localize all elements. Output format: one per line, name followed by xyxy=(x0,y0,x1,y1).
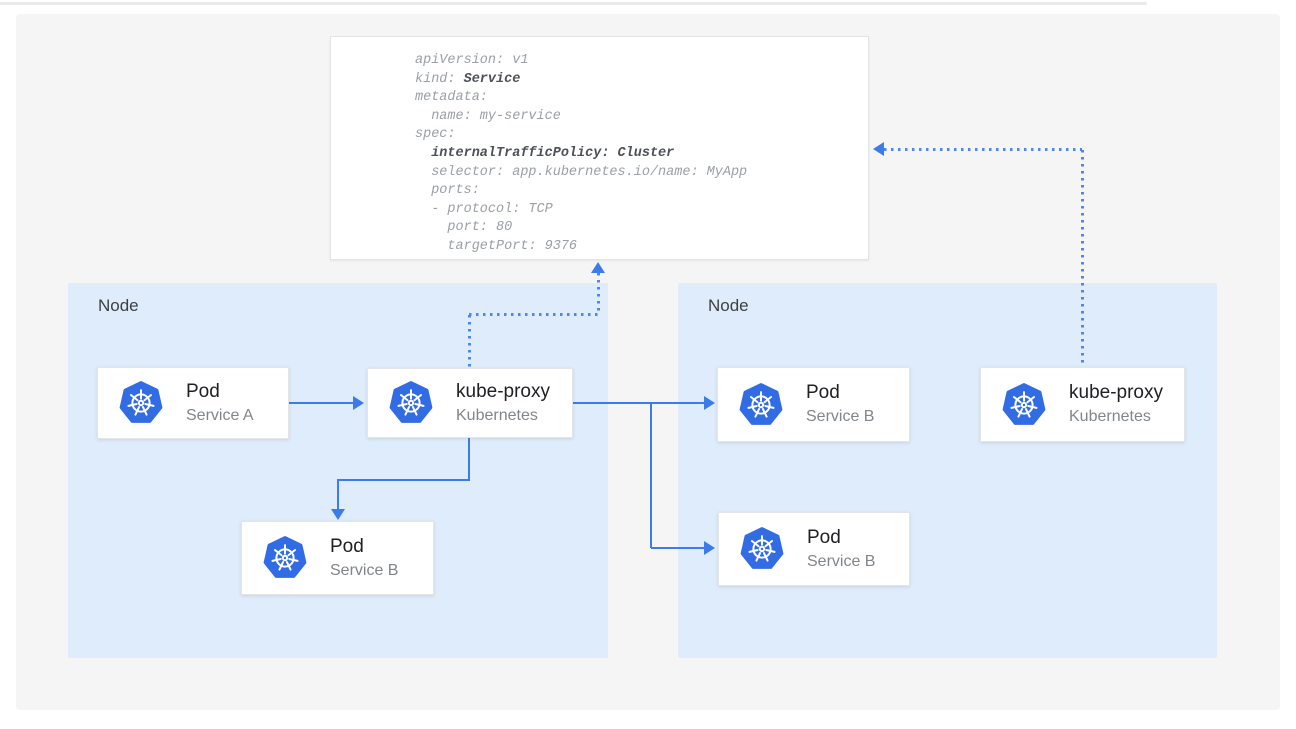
node-label: Node xyxy=(708,296,749,315)
card-title: Pod xyxy=(330,535,364,557)
kubernetes-icon xyxy=(388,380,434,426)
card-subtitle: Service B xyxy=(330,561,399,579)
kubernetes-icon xyxy=(738,382,784,428)
card-pod-service-b-left: Pod Service B xyxy=(241,521,434,595)
card-title: Pod xyxy=(806,382,840,403)
kubernetes-icon xyxy=(118,380,164,426)
card-pod-service-b-bottom-right: Pod Service B xyxy=(718,512,910,586)
card-subtitle: Service B xyxy=(807,552,876,570)
node-box-right: Node xyxy=(678,283,1217,658)
card-subtitle: Kubernetes xyxy=(456,406,538,424)
card-title: Pod xyxy=(186,380,220,402)
card-kube-proxy-left: kube-proxy Kubernetes xyxy=(367,368,573,438)
card-subtitle: Kubernetes xyxy=(1069,408,1151,425)
card-pod-service-b-top-right: Pod Service B xyxy=(717,367,910,442)
card-title: Pod xyxy=(807,526,841,548)
kubernetes-icon xyxy=(1001,382,1047,428)
node-box-left: Node xyxy=(68,283,608,658)
node-label: Node xyxy=(98,296,139,315)
card-kube-proxy-right: kube-proxy Kubernetes xyxy=(980,367,1185,442)
card-subtitle: Service A xyxy=(186,406,254,424)
card-title: kube-proxy xyxy=(456,380,550,402)
kubernetes-icon xyxy=(739,526,785,572)
kubernetes-icon xyxy=(262,535,308,581)
top-divider xyxy=(0,2,1147,5)
card-title: kube-proxy xyxy=(1069,382,1163,403)
card-subtitle: Service B xyxy=(806,408,875,425)
card-pod-service-a: Pod Service A xyxy=(97,367,289,439)
